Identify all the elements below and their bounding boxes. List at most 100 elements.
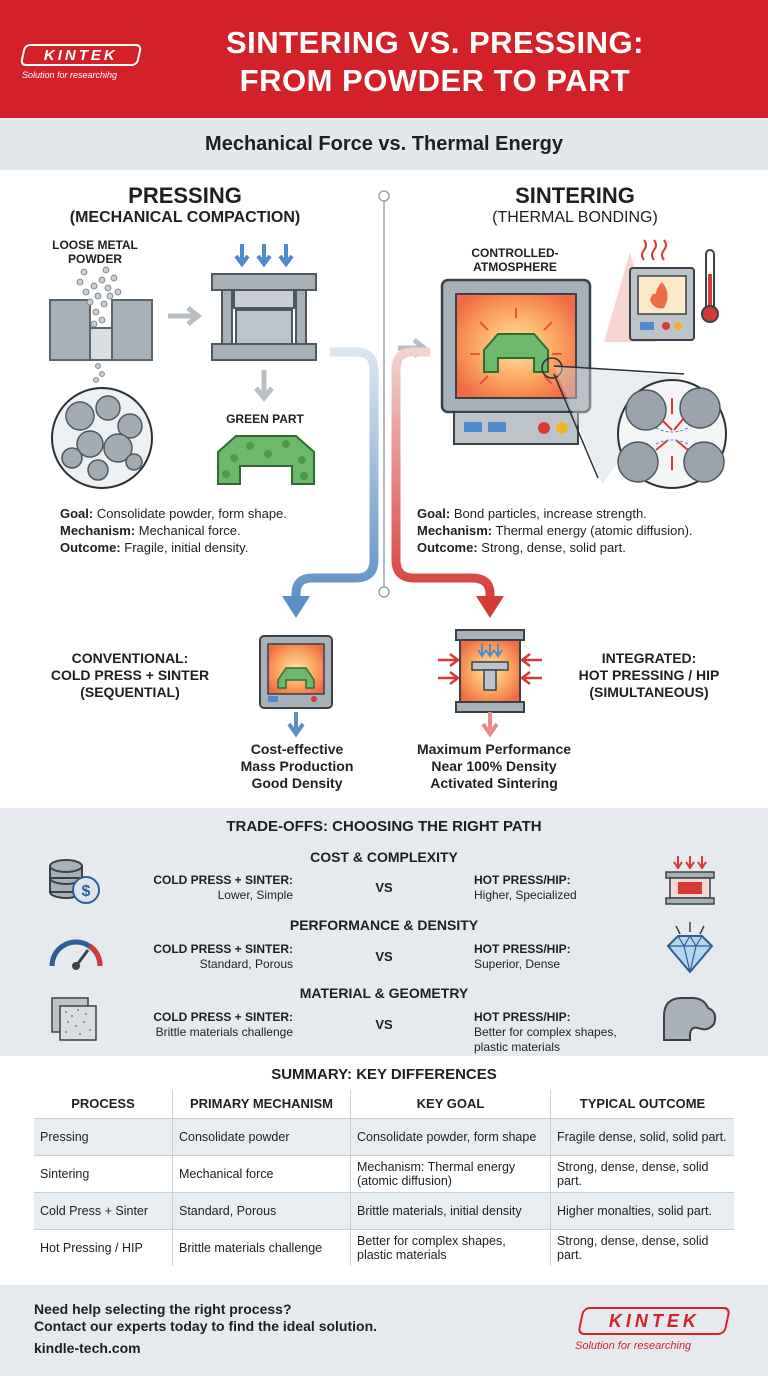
table-cell: Strong, dense, dense, solid part. [550, 1156, 734, 1192]
arrow-down-icon [254, 370, 274, 403]
table-cell: Mechanical force [172, 1156, 350, 1192]
title-line-1: SINTERING VS. PRESSING: [225, 25, 644, 60]
loose-particles-icon [51, 387, 153, 489]
tradeoff-right-value: Superior, Dense [474, 957, 561, 971]
pressing-heading: PRESSING [128, 183, 242, 208]
powder-die-icon [49, 266, 153, 383]
hot-press-icon [438, 629, 542, 713]
summary-table: PROCESS PRIMARY MECHANISM KEY GOAL TYPIC… [34, 1090, 734, 1266]
sintering-goal: Goal: Bond particles, increase strength. [417, 505, 757, 522]
summary-title: SUMMARY: KEY DIFFERENCES [271, 1066, 497, 1083]
conventional-outcome-2: Mass Production [240, 758, 354, 774]
table-cell: Mechanism: Thermal energy (atomic diffus… [350, 1156, 550, 1192]
sintering-mechanism: Mechanism: Thermal energy (atomic diffus… [417, 522, 757, 539]
column-header: PRIMARY MECHANISM [172, 1090, 350, 1118]
table-cell: Brittle materials challenge [172, 1230, 350, 1266]
column-header: KEY GOAL [350, 1090, 550, 1118]
sintering-furnace-icon [440, 278, 592, 445]
sintering-heading: SINTERING [515, 183, 635, 208]
page-title: SINTERING VS. PRESSING: FROM POWDER TO P… [140, 24, 730, 100]
subtitle-bar: Mechanical Force vs. Thermal Energy [0, 118, 768, 170]
tradeoff-left: COLD PRESS + SINTER:Lower, Simple [120, 873, 293, 903]
footer-logo-text: KINTEK [608, 1310, 700, 1331]
mechanism-label: Mechanism: [60, 523, 136, 538]
tradeoff-left-head: COLD PRESS + SINTER: [153, 873, 293, 887]
logo-tagline: Solution for researchihg [22, 70, 118, 80]
footer [0, 1285, 768, 1376]
tradeoff-right-head: HOT PRESS/HIP: [474, 1010, 571, 1024]
complex-shape-icon [663, 997, 717, 1041]
conventional-furnace-icon [259, 635, 333, 709]
integrated-line-1: INTEGRATED: [601, 650, 697, 666]
integrated-outcome-1: Maximum Performance [416, 741, 572, 757]
conventional-outcome-1: Cost-effective [250, 741, 344, 757]
tradeoff-right-value: Better for complex shapes, plastic mater… [474, 1025, 617, 1054]
column-header: TYPICAL OUTCOME [550, 1090, 734, 1118]
tradeoff-left-value: Lower, Simple [217, 888, 293, 902]
green-part-label: GREEN PART [226, 412, 304, 426]
table-row: Cold Press + Sinter Standard, Porous Bri… [34, 1192, 734, 1229]
footer-cta: Need help selecting the right process? C… [34, 1301, 377, 1335]
mechanism-label: Mechanism: [417, 523, 493, 538]
diamond-icon [666, 922, 714, 974]
tradeoff-left-head: COLD PRESS + SINTER: [153, 1010, 293, 1024]
kintek-footer-logo[interactable]: KINTEK [577, 1307, 731, 1335]
sintering-outcome: Outcome: Strong, dense, solid part. [417, 539, 757, 556]
table-cell: Better for complex shapes, plastic mater… [350, 1230, 550, 1266]
tradeoff-right-head: HOT PRESS/HIP: [474, 873, 571, 887]
outcome-text: Fragile, initial density. [120, 540, 249, 555]
bonded-particles-icon [617, 379, 727, 489]
mechanism-text: Mechanical force. [135, 523, 241, 538]
pressing-mechanism: Mechanism: Mechanical force. [60, 522, 380, 539]
outcome-text: Strong, dense, solid part. [477, 540, 626, 555]
pressing-title: PRESSING (MECHANICAL COMPACTION) [40, 184, 330, 228]
tradeoffs-title: TRADE-OFFS: CHOOSING THE RIGHT PATH [226, 818, 542, 835]
loose-powder-label: LOOSE METAL POWDER [40, 238, 150, 266]
tradeoff-row-title: PERFORMANCE & DENSITY [289, 917, 479, 933]
goal-label: Goal: [417, 506, 451, 521]
tradeoff-left-value: Brittle materials challenge [155, 1025, 293, 1039]
integrated-line-3: (SIMULTANEOUS) [589, 684, 709, 700]
sintering-title: SINTERING (THERMAL BONDING) [430, 184, 720, 228]
integrated-outcome-3: Activated Sintering [430, 775, 558, 791]
footer-contact-text: Contact our experts today to find the id… [34, 1318, 378, 1334]
table-cell: Fragile dense, solid, solid part. [550, 1119, 734, 1155]
page-subtitle: Mechanical Force vs. Thermal Energy [205, 132, 563, 155]
table-cell: Standard, Porous [172, 1193, 350, 1229]
integrated-outcome-2: Near 100% Density [431, 758, 557, 774]
goal-text: Consolidate powder, form shape. [93, 506, 287, 521]
press-machine-icon [211, 244, 317, 361]
vs-label: VS [375, 1017, 393, 1032]
table-row: Pressing Consolidate powder Consolidate … [34, 1118, 734, 1155]
title-line-2: FROM POWDER TO PART [239, 63, 631, 98]
pressing-goal: Goal: Consolidate powder, form shape. [60, 505, 380, 522]
sintering-subheading: (THERMAL BONDING) [492, 209, 658, 226]
tradeoff-left: COLD PRESS + SINTER:Brittle materials ch… [120, 1010, 293, 1040]
conventional-route-label: CONVENTIONAL: COLD PRESS + SINTER (SEQUE… [40, 650, 220, 701]
svg-text:$: $ [82, 883, 91, 900]
table-cell: Sintering [40, 1167, 90, 1181]
loose-powder-label-line-2: POWDER [68, 252, 122, 266]
green-part-icon [217, 435, 315, 485]
goal-label: Goal: [60, 506, 94, 521]
pressing-description: Goal: Consolidate powder, form shape. Me… [60, 505, 380, 556]
tradeoff-right-value: Higher, Specialized [474, 888, 577, 902]
hot-press-small-icon [665, 856, 715, 905]
tradeoff-row-title: COST & COMPLEXITY [310, 849, 458, 865]
pressing-subheading: (MECHANICAL COMPACTION) [69, 209, 301, 226]
conventional-outcome-3: Good Density [251, 775, 343, 791]
sintering-description: Goal: Bond particles, increase strength.… [417, 505, 757, 556]
table-cell: Hot Pressing / HIP [40, 1241, 143, 1255]
tradeoff-right: HOT PRESS/HIP:Better for complex shapes,… [474, 1010, 654, 1055]
goal-text: Bond particles, increase strength. [450, 506, 647, 521]
tradeoff-left-value: Standard, Porous [199, 957, 293, 971]
loose-powder-label-line-1: LOOSE METAL [52, 238, 138, 252]
footer-website-link[interactable]: kindle-tech.com [34, 1340, 141, 1356]
pressing-outcome: Outcome: Fragile, initial density. [60, 539, 380, 556]
furnace-atmosphere-label: CONTROLLED- ATMOSPHERE [460, 246, 570, 274]
table-cell: Brittle materials, initial density [350, 1193, 550, 1229]
integrated-route-label: INTEGRATED: HOT PRESSING / HIP (SIMULTAN… [554, 650, 744, 701]
footer-logo-tagline: Solution for researching [575, 1340, 692, 1352]
table-cell: Cold Press + Sinter [40, 1204, 149, 1218]
